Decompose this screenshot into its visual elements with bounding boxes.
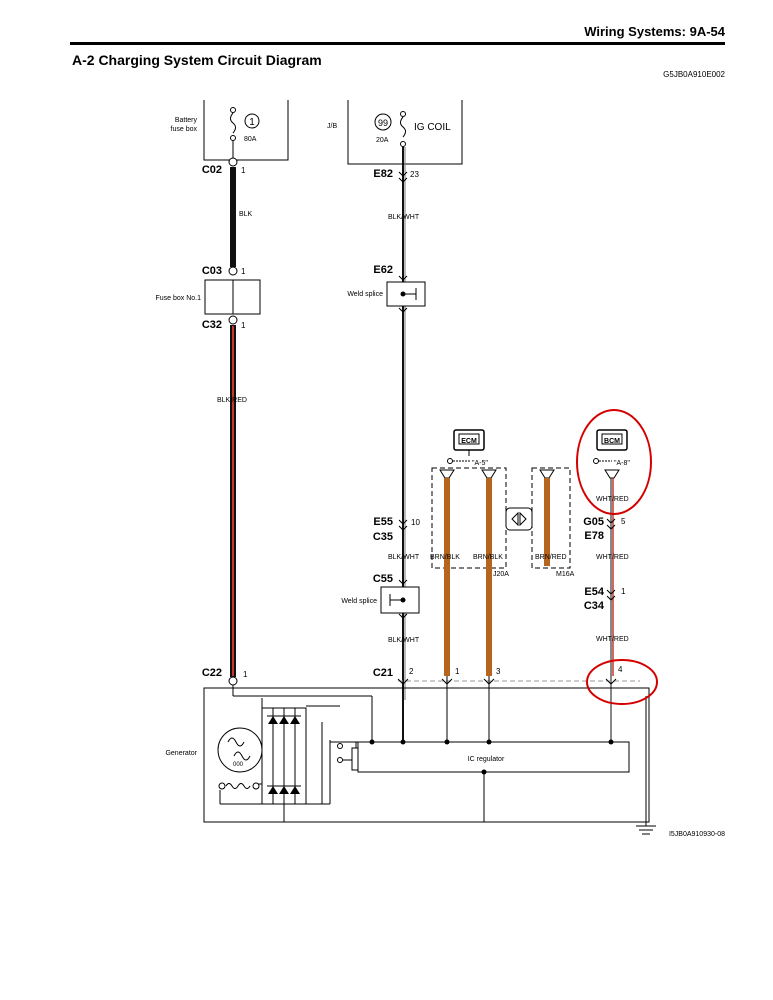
image-reference: I5JB0A910930-08 [669,831,725,838]
variant-m16a: M16A [556,571,575,578]
wire-label-brn-red: BRN/RED [535,554,567,561]
jb-fuse-box: J/B 99 20A IG COIL [327,100,463,165]
variant-j20a: J20A [493,571,509,578]
generator-label: Generator [165,750,197,757]
connector-c21-pin-2: 2 [409,667,414,676]
connector-e78: E78 [584,530,604,542]
wire-label-blk-red: BLK/RED [217,397,247,404]
rotor-coil [218,782,330,805]
wire-label-blk-wht-2: BLK/WHT [388,554,420,561]
connector-g05: G05 [583,516,604,528]
fuse-box-no1-label: Fuse box No.1 [155,295,201,302]
fuse99-name: IG COIL [414,122,451,133]
battery-fuse-box: Battery fuse box 1 80A [171,100,289,161]
regulator-wiring [321,696,656,835]
m16a-variant-box [531,467,571,569]
wire-label-blk-wht-3: BLK/WHT [388,637,420,644]
ecm-label: ECM [461,438,477,445]
bcm-wire [606,478,616,742]
battery-box-label-1: Battery [175,117,198,124]
connector-e55: E55 [373,516,393,528]
connector-e82-pin: 23 [410,170,419,179]
c21-connector [397,676,640,742]
bcm-highlight-circle [576,409,652,515]
ic-regulator-label: IC regulator [468,756,505,763]
fuse1-rating: 80A [244,136,257,143]
connector-e54-pin: 1 [621,587,626,596]
wire-label-wht-red-3: WHT/RED [596,636,629,643]
page-title: A-2 Charging System Circuit Diagram [72,52,322,68]
connector-c02-pin: 1 [241,166,246,175]
wire-label-wht-red-2: WHT/RED [596,554,629,561]
connector-c21-pin-3: 3 [496,667,501,676]
weld-splice-2-label: Weld splice [341,598,377,605]
connector-c22: C22 [202,667,222,679]
battery-box-label-2: fuse box [171,126,198,133]
doc-reference: G5JB0A910E002 [663,70,725,79]
wire-label-brn-blk-1: BRN/BLK [430,554,460,561]
pin4-highlight-circle [586,659,658,705]
connector-c21-pin-4: 4 [618,665,623,674]
connector-c32-pin: 1 [241,321,246,330]
fuse99-rating: 20A [376,137,389,144]
connector-e62: E62 [373,264,393,276]
connector-c03-pin: 1 [241,267,246,276]
weld-splice-1-label: Weld splice [347,291,383,298]
connector-c32: C32 [202,319,222,331]
connector-g05-pin: 5 [621,517,626,526]
battery-wire [204,141,373,742]
bcm-module [593,429,628,479]
jb-label: J/B [327,123,337,130]
rectifier-bridge [261,698,340,822]
section-header: Wiring Systems: 9A-54 [584,24,725,39]
connector-e55-pin: 10 [411,518,420,527]
stator-code: 000 [233,762,244,768]
connector-c21-pin-1: 1 [455,667,460,676]
ig-coil-wire [380,147,426,742]
connector-c22-pin: 1 [243,670,248,679]
j20a-variant-box [431,467,507,569]
connector-e54: E54 [584,586,604,598]
connector-c21: C21 [373,667,393,679]
generator-housing [203,687,650,823]
wire-label-blk-wht-1: BLK/WHT [388,214,420,221]
stator-coil: 000 [217,727,263,773]
connector-c03: C03 [202,265,222,277]
ecm-module [447,429,485,464]
connector-c35: C35 [373,531,393,543]
header-rule [70,42,725,45]
fuse99-number: 99 [378,118,388,128]
fuse1-number: 1 [249,117,255,128]
wire-label-brn-blk-2: BRN/BLK [473,554,503,561]
wire-label-blk: BLK [239,211,253,218]
connector-e82: E82 [373,168,393,180]
ecm-ref: "A-5" [472,460,488,467]
bcm-label: BCM [604,438,620,445]
connector-c55: C55 [373,573,393,585]
ecm-wires [439,469,555,676]
connector-c34: C34 [584,600,605,612]
wire-label-wht-red-1: WHT/RED [596,496,629,503]
bcm-ref: "A-8" [614,460,630,467]
connector-c02: C02 [202,164,222,176]
